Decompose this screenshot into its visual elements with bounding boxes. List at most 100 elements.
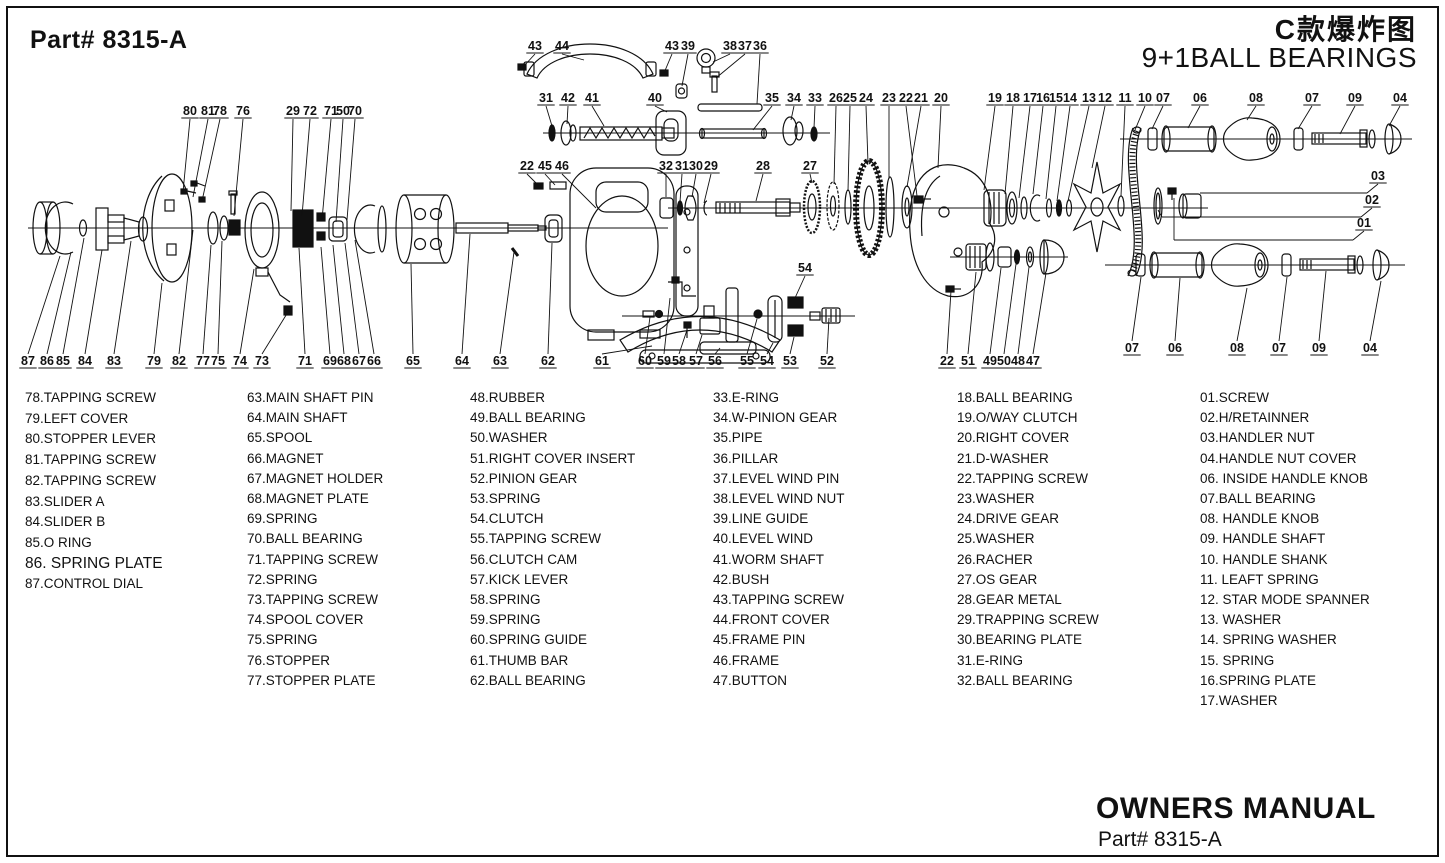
callout-number: 25 xyxy=(843,91,857,105)
part-list-item: 58.SPRING xyxy=(470,592,541,608)
part-list-item: 83.SLIDER A xyxy=(25,493,105,509)
part-number-title: Part# 8315-A xyxy=(30,26,188,54)
part-list-item: 56.CLUTCH CAM xyxy=(470,551,578,567)
callout-number: 18 xyxy=(1006,91,1020,105)
part-list-item: 33.E-RING xyxy=(713,390,780,405)
part-list-item: 85.O RING xyxy=(25,534,92,550)
part-list-item: 16.SPRING PLATE xyxy=(1200,672,1317,688)
chinese-title: C款爆炸图 xyxy=(1274,14,1417,45)
callout-number: 15 xyxy=(1049,91,1063,105)
callout-number: 52 xyxy=(820,354,834,368)
callout-number: 04 xyxy=(1363,341,1377,355)
callout-number: 63 xyxy=(493,354,507,368)
callout-number: 47 xyxy=(1026,354,1040,368)
part-list-item: 40.LEVEL WIND xyxy=(713,531,814,547)
callout-number: 61 xyxy=(595,354,609,368)
part-list-item: 35.PIPE xyxy=(713,430,763,446)
callout-number: 23 xyxy=(882,91,896,105)
part-list-item: 24.DRIVE GEAR xyxy=(957,511,1060,527)
callout-number: 46 xyxy=(555,159,569,173)
callout-number: 01 xyxy=(1357,216,1371,230)
part-list-item: 71.TAPPING SCREW xyxy=(247,551,379,567)
part-list-item: 53.SPRING xyxy=(470,491,541,507)
callout-number: 44 xyxy=(555,39,569,53)
callout-number: 07 xyxy=(1156,91,1170,105)
frame-part xyxy=(569,167,699,341)
drive-gear-part xyxy=(853,158,885,258)
slider-parts xyxy=(95,207,125,251)
part-list-item: 03.HANDLER NUT xyxy=(1200,430,1315,446)
washer-23-part xyxy=(885,176,895,238)
part-list-item: 08. HANDLE KNOB xyxy=(1200,511,1320,527)
part-list-item: 39.LINE GUIDE xyxy=(713,511,809,527)
callout-number: 14 xyxy=(1063,91,1077,105)
callout-number: 43 xyxy=(528,39,542,53)
left-cover-part xyxy=(142,173,193,283)
washer-25-part xyxy=(844,189,852,225)
callout-number: 56 xyxy=(708,354,722,368)
callout-number: 50 xyxy=(336,104,350,118)
callout-number: 07 xyxy=(1305,91,1319,105)
callout-number: 31 xyxy=(539,91,553,105)
tapping-screw-22-part xyxy=(913,195,931,204)
callout-number: 55 xyxy=(740,354,754,368)
part-list-item: 29.TRAPPING SCREW xyxy=(957,612,1099,628)
right-cover-part xyxy=(909,164,996,298)
clutch-group xyxy=(642,276,841,355)
callout-number: 22 xyxy=(899,91,913,105)
magnet-holder-part xyxy=(292,209,314,248)
callout-number: 66 xyxy=(367,354,381,368)
callout-number: 08 xyxy=(1230,341,1244,355)
callout-number: 04 xyxy=(1393,91,1407,105)
callout-number: 62 xyxy=(541,354,555,368)
callout-number: 07 xyxy=(1272,341,1286,355)
part-list-item: 01.SCREW xyxy=(1200,390,1270,405)
callout-number: 65 xyxy=(406,354,420,368)
callout-number: 50 xyxy=(997,354,1011,368)
part-list-item: 04.HANDLE NUT COVER xyxy=(1200,450,1357,466)
callout-number: 22 xyxy=(520,159,534,173)
part-list-item: 74.SPOOL COVER xyxy=(247,612,364,628)
callout-number: 30 xyxy=(689,159,703,173)
part-list-item: 15. SPRING xyxy=(1200,652,1275,668)
magnet-small-part xyxy=(228,219,241,236)
part-list-item: 64.MAIN SHAFT xyxy=(247,410,348,426)
callout-number: 76 xyxy=(236,104,250,118)
part-list-item: 14. SPRING WASHER xyxy=(1200,632,1337,648)
magnets-part xyxy=(316,212,326,241)
callout-number: 53 xyxy=(783,354,797,368)
part-list-item: 76.STOPPER xyxy=(247,652,331,668)
callout-number: 16 xyxy=(1036,91,1050,105)
star-drag-part xyxy=(1072,161,1122,253)
part-list-item: 07.BALL BEARING xyxy=(1200,491,1316,507)
callout-number: 45 xyxy=(538,159,552,173)
part-list-item: 67.MAGNET HOLDER xyxy=(247,470,384,486)
part-list-item: 81.TAPPING SCREW xyxy=(25,452,157,468)
callout-number: 54 xyxy=(760,354,774,368)
part-list-item: 41.WORM SHAFT xyxy=(713,551,825,567)
part-list-item: 44.FRONT COVER xyxy=(713,612,830,628)
callout-number: 86 xyxy=(40,354,54,368)
spool-part xyxy=(395,194,455,264)
callout-number: 32 xyxy=(659,159,673,173)
stopper-plate-part xyxy=(207,211,229,245)
callout-number: 77 xyxy=(196,354,210,368)
callout-number: 28 xyxy=(756,159,770,173)
callout-number: 84 xyxy=(78,354,92,368)
part-list-item: 87.CONTROL DIAL xyxy=(25,576,144,592)
part-list-item: 61.THUMB BAR xyxy=(470,652,569,668)
part-list-item: 36.PILLAR xyxy=(713,450,779,466)
callout-number: 26 xyxy=(829,91,843,105)
callout-number: 10 xyxy=(1138,91,1152,105)
part-list-item: 72.SPRING xyxy=(247,571,318,587)
owners-manual-title: OWNERS MANUAL xyxy=(1096,792,1376,825)
part-list-item: 47.BUTTON xyxy=(713,672,788,688)
callout-number: 03 xyxy=(1371,169,1385,183)
callout-number: 33 xyxy=(808,91,822,105)
callout-number: 59 xyxy=(657,354,671,368)
part-list-item: 28.GEAR METAL xyxy=(957,592,1062,608)
